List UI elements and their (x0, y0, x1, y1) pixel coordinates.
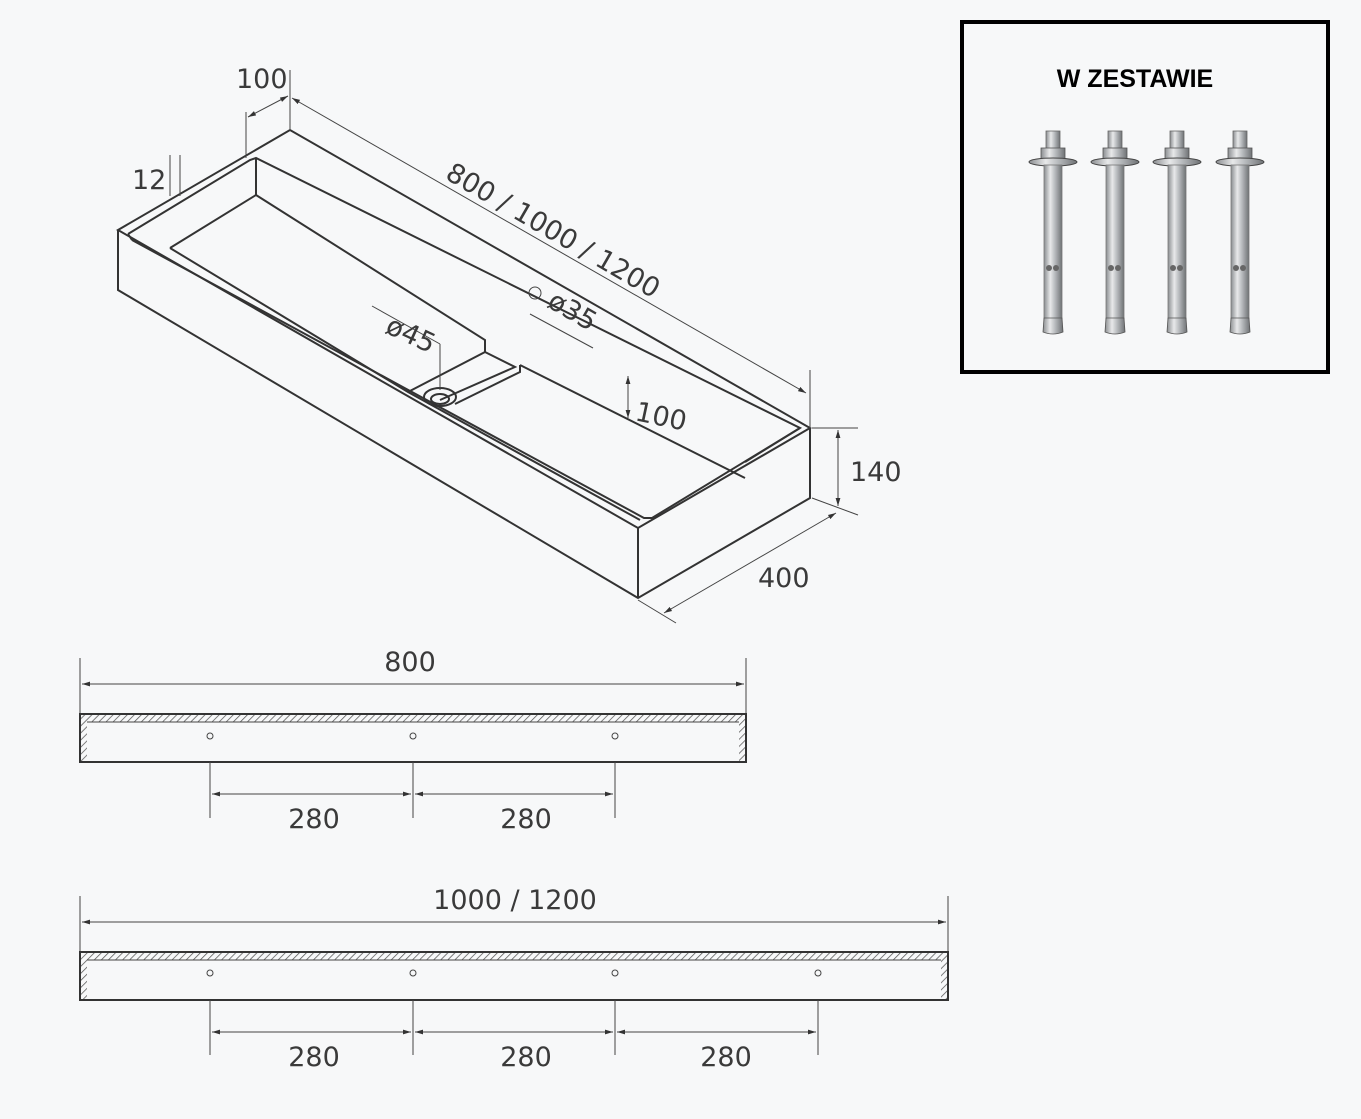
plan-800-total-label: 800 (384, 647, 436, 678)
length-label: 800 / 1000 / 1200 (441, 157, 666, 305)
tap-hole-label: ø35 (543, 285, 603, 337)
spacing-label: 280 (500, 1042, 552, 1073)
anchor-bolt-icon (1090, 130, 1140, 335)
wall-thickness-label: 12 (132, 165, 166, 196)
anchor-bolt-icon (1028, 130, 1078, 335)
spacing-label: 280 (500, 804, 552, 835)
iso-dimensions: 100 12 800 / 1000 / 1200 ø35 ø45 100 140… (132, 64, 902, 624)
anchor-bolt-icon (1152, 130, 1202, 335)
kit-title: W ZESTAWIE (1057, 65, 1213, 93)
depth-label: 100 (633, 397, 690, 438)
isometric-sink-view (115, 128, 813, 600)
wall-top-width-label: 100 (236, 64, 288, 95)
plan-1000-total-label: 1000 / 1200 (433, 885, 597, 916)
height-label: 140 (850, 457, 902, 488)
kit-box: W ZESTAWIE (960, 20, 1330, 374)
drain-label: ø45 (381, 310, 440, 360)
width-label: 400 (758, 563, 810, 594)
anchor-bolt-icon (1215, 130, 1265, 335)
spacing-label: 280 (288, 1042, 340, 1073)
anchor-bolts-image (1028, 130, 1265, 335)
spacing-label: 280 (700, 1042, 752, 1073)
plan-view-1000-1200: 1000 / 1200 280 280 280 (79, 885, 949, 1073)
spacing-label: 280 (288, 804, 340, 835)
plan-view-800: 800 280 280 (79, 647, 747, 835)
